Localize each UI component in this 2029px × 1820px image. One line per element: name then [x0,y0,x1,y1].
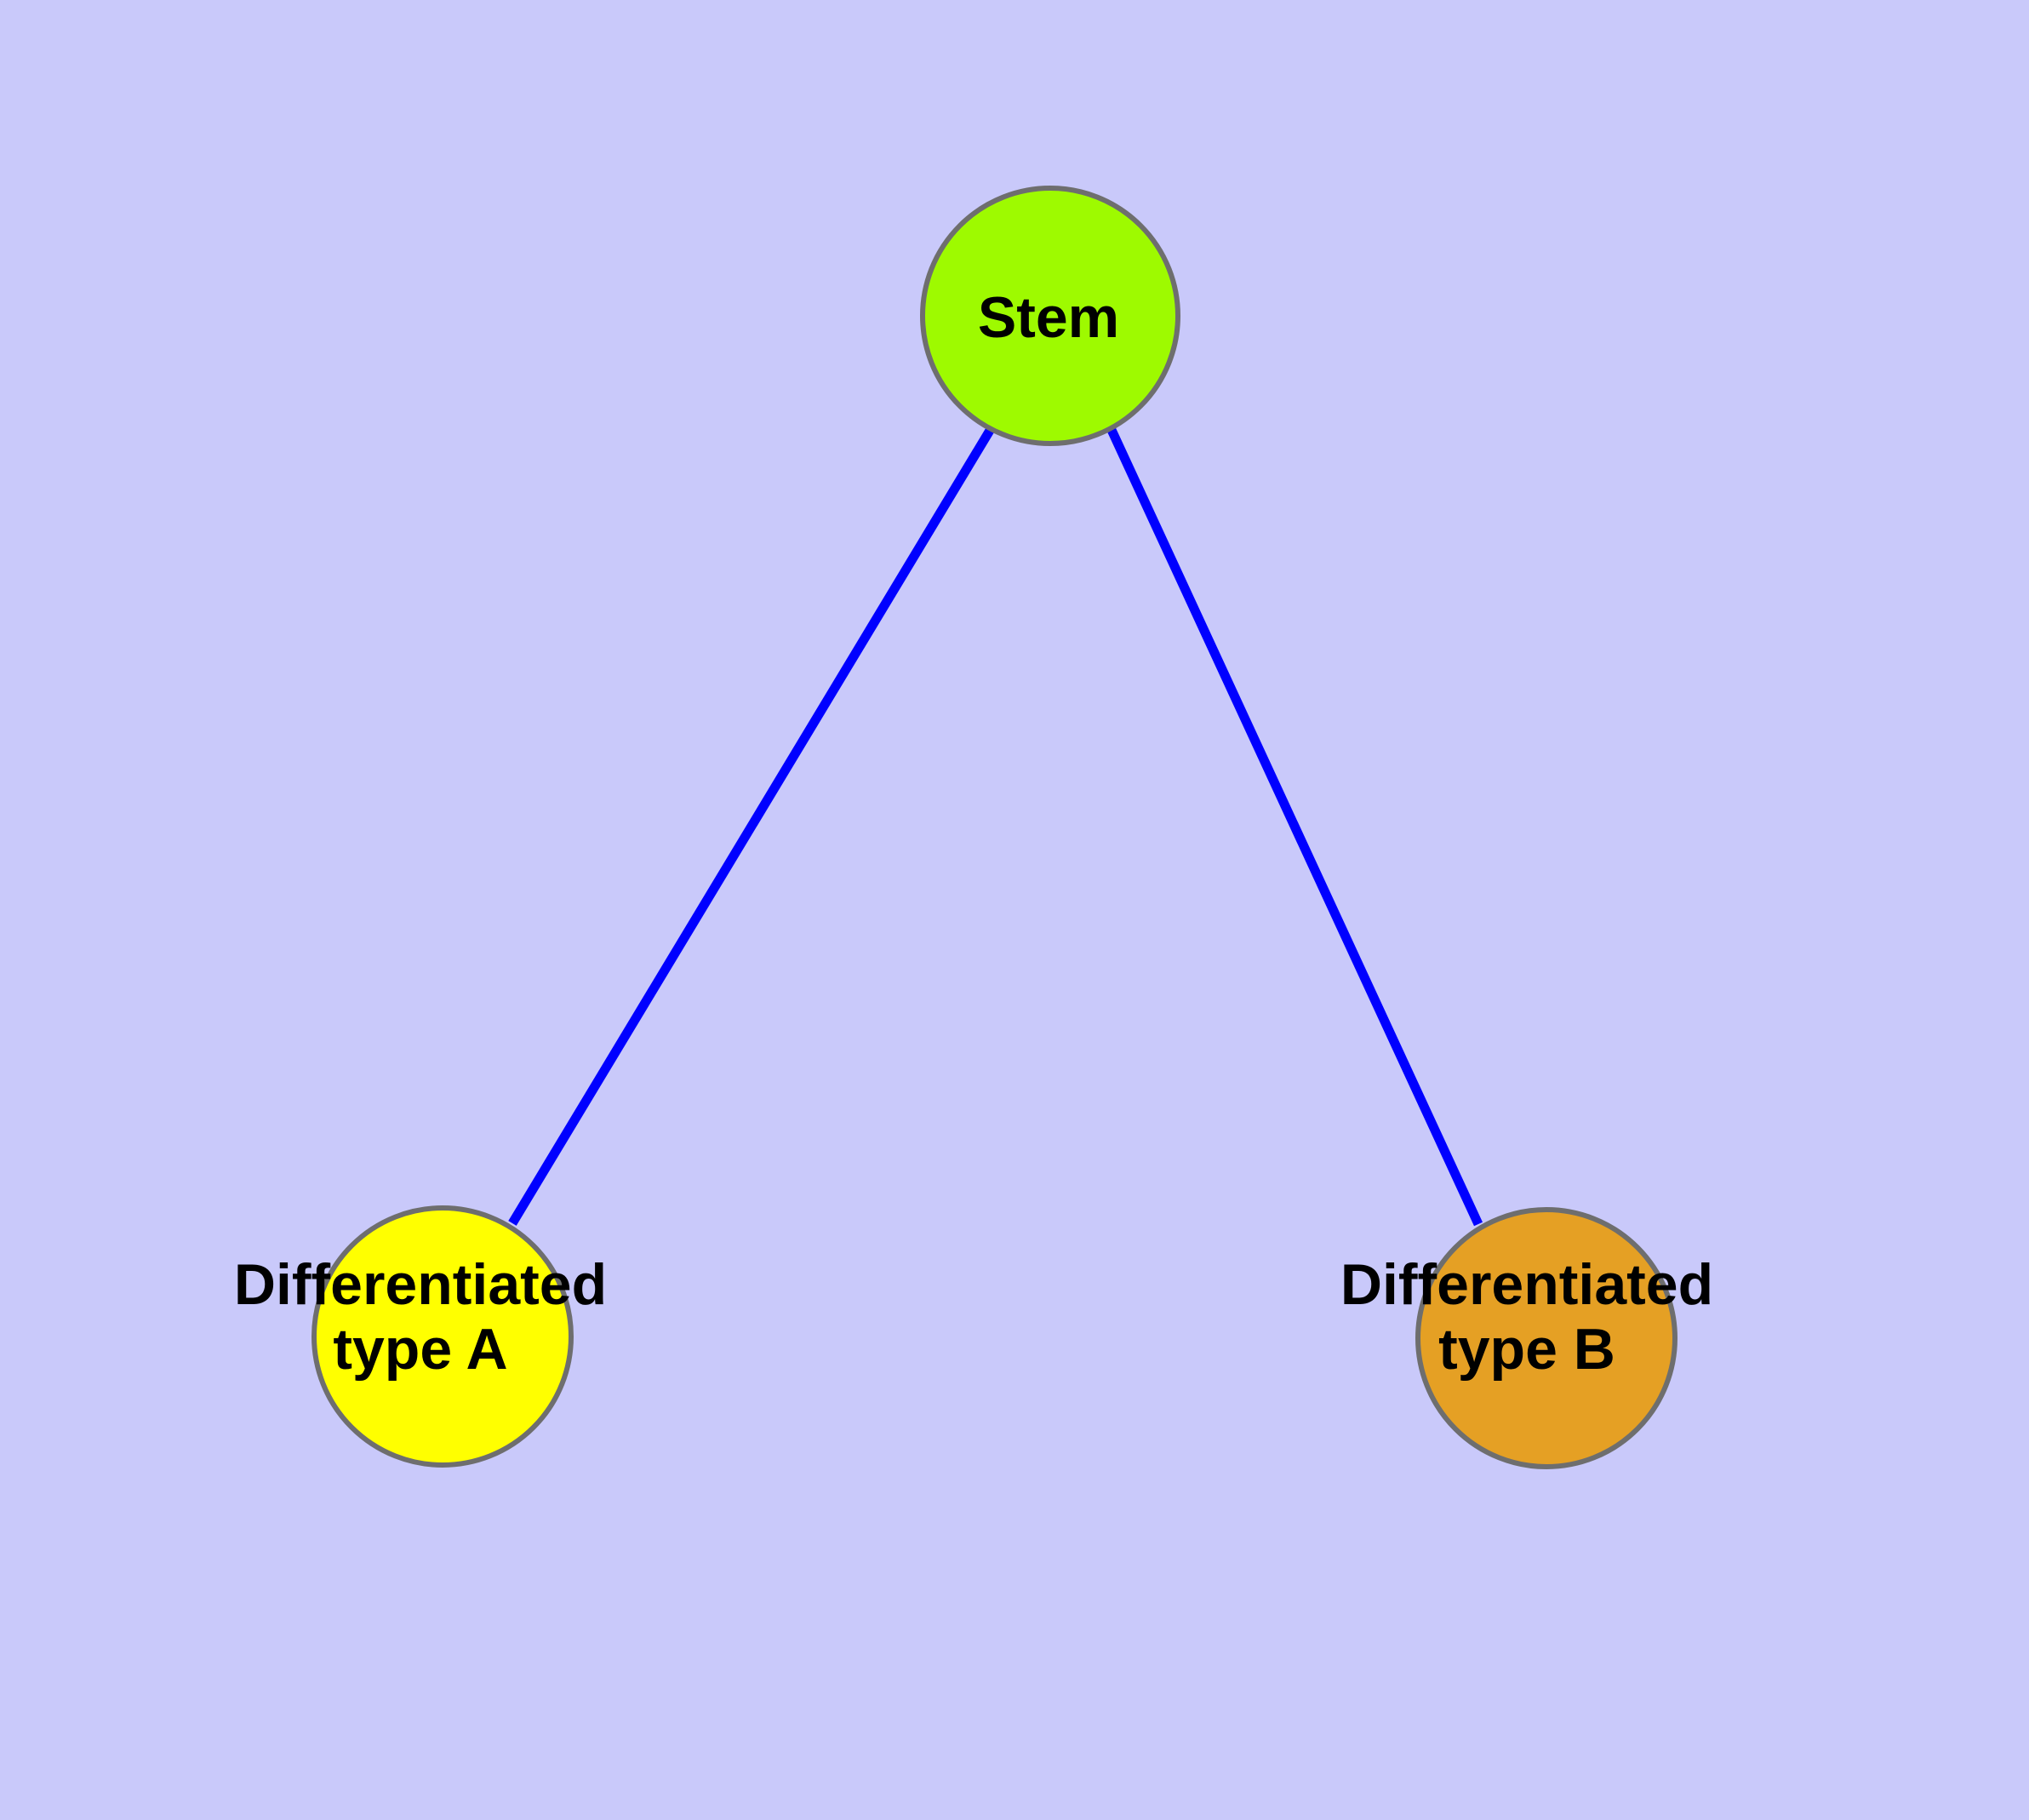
node-differentiated-type-b[interactable] [1415,1207,1677,1469]
node-layer [311,186,1677,1469]
node-stem-label: Stem [978,285,1119,350]
edge-stem-to-differentiated-type-b[interactable] [1107,427,1483,1227]
node-label-line: Differentiated [1340,1252,1713,1317]
node-label-line: Stem [978,285,1119,350]
node-differentiated-type-b-circle[interactable] [1415,1207,1677,1469]
node-stem[interactable] [920,186,1180,446]
node-differentiated-type-a-circle[interactable] [311,1205,574,1468]
edge-layer [508,426,1483,1227]
node-label-line: type A [333,1317,507,1382]
node-differentiated-type-a[interactable] [311,1205,574,1468]
node-label-line: Differentiated [234,1252,607,1317]
node-label-line: type B [1438,1317,1615,1382]
node-stem-circle[interactable] [920,186,1180,446]
edge-stem-to-differentiated-type-a[interactable] [508,426,995,1226]
